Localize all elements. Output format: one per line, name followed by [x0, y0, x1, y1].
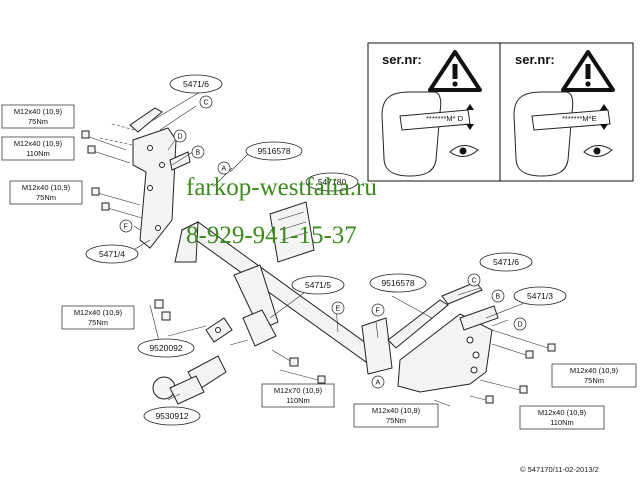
- warning-icon: [428, 50, 482, 92]
- plate-serial-text: *******M*E: [562, 114, 597, 123]
- letter-d: D: [178, 134, 183, 141]
- svg-text:M12x40 (10,9): M12x40 (10,9): [14, 107, 63, 116]
- letter-d: D: [518, 322, 523, 329]
- svg-text:M12x40 (10,9): M12x40 (10,9): [570, 366, 619, 375]
- letter-b: B: [196, 150, 201, 157]
- part-number: 9530912: [155, 411, 188, 421]
- letter-c: C: [472, 278, 477, 285]
- tow-ball-coupling: [152, 317, 233, 405]
- svg-text:110Nm: 110Nm: [286, 396, 310, 405]
- eye-icon: [583, 145, 613, 157]
- svg-text:M12x40 (10,9): M12x40 (10,9): [14, 139, 63, 148]
- part-number: 9520092: [149, 343, 182, 353]
- part-letter-markers: C D B A F E F A C B D: [119, 95, 527, 389]
- svg-text:M12x40 (10,9): M12x40 (10,9): [372, 406, 421, 415]
- part-number: 5471/3: [527, 291, 553, 301]
- letter-c: C: [204, 100, 209, 107]
- letter-a: A: [376, 380, 381, 387]
- inset-panel-right: ser.nr: *******M*E: [499, 42, 634, 182]
- chassis-block: [269, 201, 315, 263]
- ser-nr-header: ser.nr:: [515, 52, 555, 67]
- letter-a: A: [222, 166, 227, 173]
- lower-hardware: [149, 299, 326, 384]
- svg-text:110Nm: 110Nm: [26, 149, 50, 158]
- warning-icon: [561, 50, 615, 92]
- svg-text:M12x40 (10,9): M12x40 (10,9): [74, 308, 123, 317]
- torque-box: M12x40 (10,9) 75Nm: [9, 180, 83, 205]
- letter-f: F: [124, 224, 128, 231]
- watermark-site: farkop-westfalia.ru: [186, 174, 377, 201]
- part-number: 9516578: [257, 146, 290, 156]
- left-bolts: [81, 123, 143, 219]
- letter-f: F: [376, 308, 380, 315]
- part-number: 5471/4: [99, 249, 125, 259]
- eye-icon: [449, 145, 479, 157]
- letter-b: B: [496, 294, 501, 301]
- ser-nr-header: ser.nr:: [382, 52, 422, 67]
- torque-box: M12x40 (10,9) 75Nm: [1, 104, 75, 129]
- part-number: 5471/6: [493, 257, 519, 267]
- torque-box: M12x70 (10,9) 110Nm: [261, 383, 335, 408]
- right-bolts: [433, 329, 556, 407]
- torque-box: M12x40 (10,9) 75Nm: [353, 403, 439, 428]
- towbar-crossbar: [174, 221, 371, 363]
- svg-text:75Nm: 75Nm: [584, 376, 604, 385]
- part-number: 5471/5: [305, 280, 331, 290]
- inset-panel-left: ser.nr: *******M* D: [367, 42, 501, 182]
- part-number: 9516578: [381, 278, 414, 288]
- part-number-callouts: 5471/6 9516578 547180 5471/4 5471/5 9520…: [85, 74, 567, 426]
- svg-text:75Nm: 75Nm: [36, 193, 56, 202]
- torque-box: M12x40 (10,9) 110Nm: [519, 405, 605, 430]
- svg-text:110Nm: 110Nm: [550, 418, 574, 427]
- part-number: 547180: [318, 177, 347, 187]
- torque-box: M12x40 (10,9) 110Nm: [1, 136, 75, 161]
- svg-text:M12x40 (10,9): M12x40 (10,9): [22, 183, 71, 192]
- watermark-phone: 8-929-941-15-37: [186, 222, 357, 249]
- svg-text:75Nm: 75Nm: [88, 318, 108, 327]
- left-side-bracket: [129, 107, 191, 249]
- drawing-reference: © 547170/11-02-2013/2: [520, 465, 599, 474]
- torque-box: M12x40 (10,9) 75Nm: [61, 305, 135, 330]
- svg-text:75Nm: 75Nm: [386, 416, 406, 425]
- svg-text:75Nm: 75Nm: [28, 117, 48, 126]
- plate-serial-text: *******M* D: [426, 114, 464, 123]
- torque-box: M12x40 (10,9) 75Nm: [551, 363, 637, 388]
- part-number: 5471/6: [183, 79, 209, 89]
- letter-e: E: [336, 306, 341, 313]
- torque-specifications: M12x40 (10,9) 75Nm M12x40 (10,9) 110Nm M…: [1, 104, 637, 430]
- svg-text:M12x70 (10,9): M12x70 (10,9): [274, 386, 323, 395]
- right-side-bracket: [361, 281, 499, 393]
- svg-text:M12x40 (10,9): M12x40 (10,9): [538, 408, 587, 417]
